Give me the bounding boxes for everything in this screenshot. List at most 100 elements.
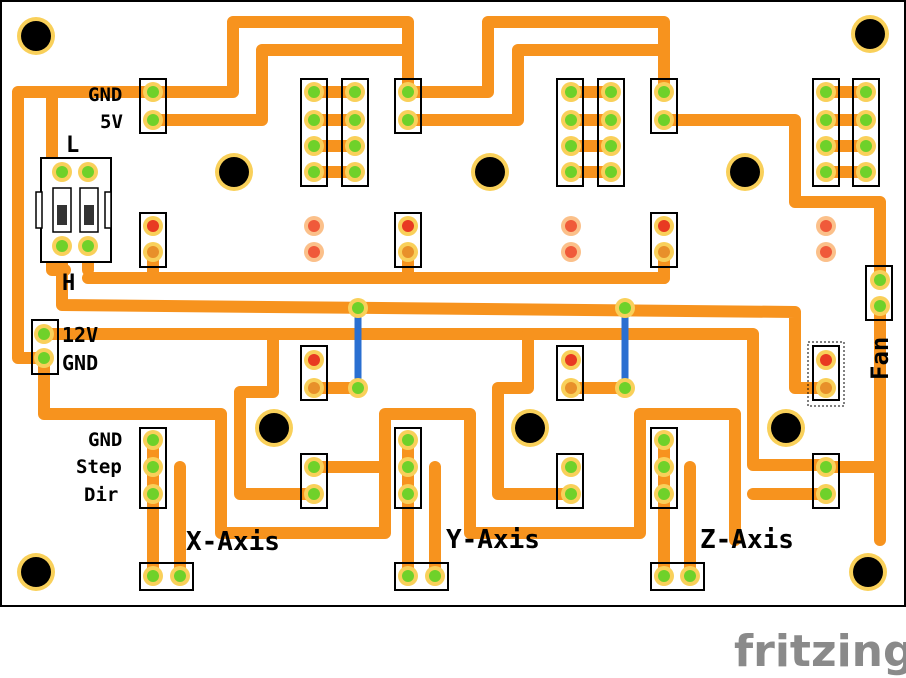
header-pin <box>308 140 320 152</box>
header-pin <box>82 240 94 252</box>
header-strip <box>597 78 625 187</box>
header-pin <box>658 461 670 473</box>
header-pin <box>402 461 414 473</box>
header-pin <box>429 570 441 582</box>
header-pin <box>605 140 617 152</box>
header-pin <box>820 140 832 152</box>
led-header <box>394 212 422 268</box>
header-pin <box>619 302 631 314</box>
header-strip <box>556 78 584 187</box>
selection-box <box>807 341 845 407</box>
led-header <box>812 345 840 401</box>
header-pin <box>565 382 577 394</box>
header-pin <box>820 114 832 126</box>
label-5v: 5V <box>100 111 123 133</box>
header-strip <box>556 453 584 509</box>
header-pin <box>658 488 670 500</box>
header-pin <box>402 570 414 582</box>
header-pin <box>349 86 361 98</box>
header-pin <box>56 240 68 252</box>
header-pin <box>820 166 832 178</box>
header-pin <box>658 114 670 126</box>
header-pin <box>352 302 364 314</box>
switch-body <box>40 157 112 263</box>
fan-header <box>865 265 893 321</box>
header-pin <box>820 382 832 394</box>
header-pin <box>658 86 670 98</box>
led-header <box>139 212 167 268</box>
header-pin <box>349 114 361 126</box>
mounting-hole-drill <box>21 21 51 51</box>
led-pin <box>658 220 670 232</box>
switch-knob <box>57 205 67 225</box>
header-pin <box>860 86 872 98</box>
header-strip <box>300 78 328 187</box>
header-pin <box>874 300 886 312</box>
header-pin <box>402 86 414 98</box>
header-pin <box>38 352 50 364</box>
header-pin <box>820 86 832 98</box>
label-h: H <box>62 271 75 296</box>
driver-hole-drill <box>771 413 801 443</box>
led-pin <box>308 246 320 258</box>
header-pin <box>147 114 159 126</box>
header-outlines <box>31 78 893 591</box>
header-pin <box>56 166 68 178</box>
label-fan: Fan <box>866 337 894 380</box>
led-pin <box>565 354 577 366</box>
header-strip <box>812 78 840 187</box>
header-pin <box>308 114 320 126</box>
led-header <box>300 345 328 401</box>
header-pin <box>684 570 696 582</box>
header-pin <box>658 570 670 582</box>
led-pin <box>820 220 832 232</box>
header-pin <box>658 434 670 446</box>
header-pin <box>308 461 320 473</box>
switch-tab <box>104 191 112 229</box>
led-pin <box>147 220 159 232</box>
header-pin <box>565 461 577 473</box>
header-pin <box>874 274 886 286</box>
header-pin <box>147 488 159 500</box>
header-strip <box>341 78 369 187</box>
header-pin <box>860 166 872 178</box>
label-x-axis: X-Axis <box>186 527 280 557</box>
header-pin <box>402 434 414 446</box>
led-pin <box>820 354 832 366</box>
motor-header-z <box>650 562 705 591</box>
driver-hole-drill <box>730 157 760 187</box>
power-12v-header <box>31 319 59 375</box>
mounting-hole-drill <box>21 557 51 587</box>
driver-hole-drill <box>515 413 545 443</box>
header-pin <box>147 246 159 258</box>
switch-knob <box>84 205 94 225</box>
header-pin <box>147 461 159 473</box>
label-gnd-mid: GND <box>62 351 98 375</box>
header-pin <box>860 114 872 126</box>
header-pin <box>820 488 832 500</box>
jumper-wires <box>354 314 629 382</box>
header-pin <box>82 166 94 178</box>
label-gnd-top: GND <box>88 84 122 106</box>
header-pin <box>860 140 872 152</box>
lh-switch <box>35 157 112 263</box>
header-pin <box>565 488 577 500</box>
header-pin <box>147 86 159 98</box>
label-l: L <box>66 133 79 158</box>
header-pin <box>308 86 320 98</box>
header-pin <box>349 140 361 152</box>
header-strip <box>300 453 328 509</box>
header-pin <box>352 382 364 394</box>
header-pin <box>820 461 832 473</box>
header-pin <box>38 328 50 340</box>
header-pin <box>349 166 361 178</box>
header-strip <box>812 453 840 509</box>
header-pin <box>605 114 617 126</box>
fritzing-logo: fritzing <box>734 626 906 677</box>
header-pin <box>565 166 577 178</box>
motor-header-y <box>394 562 449 591</box>
motor-header-x <box>139 562 194 591</box>
led-header <box>556 345 584 401</box>
label-dir: Dir <box>84 484 118 506</box>
